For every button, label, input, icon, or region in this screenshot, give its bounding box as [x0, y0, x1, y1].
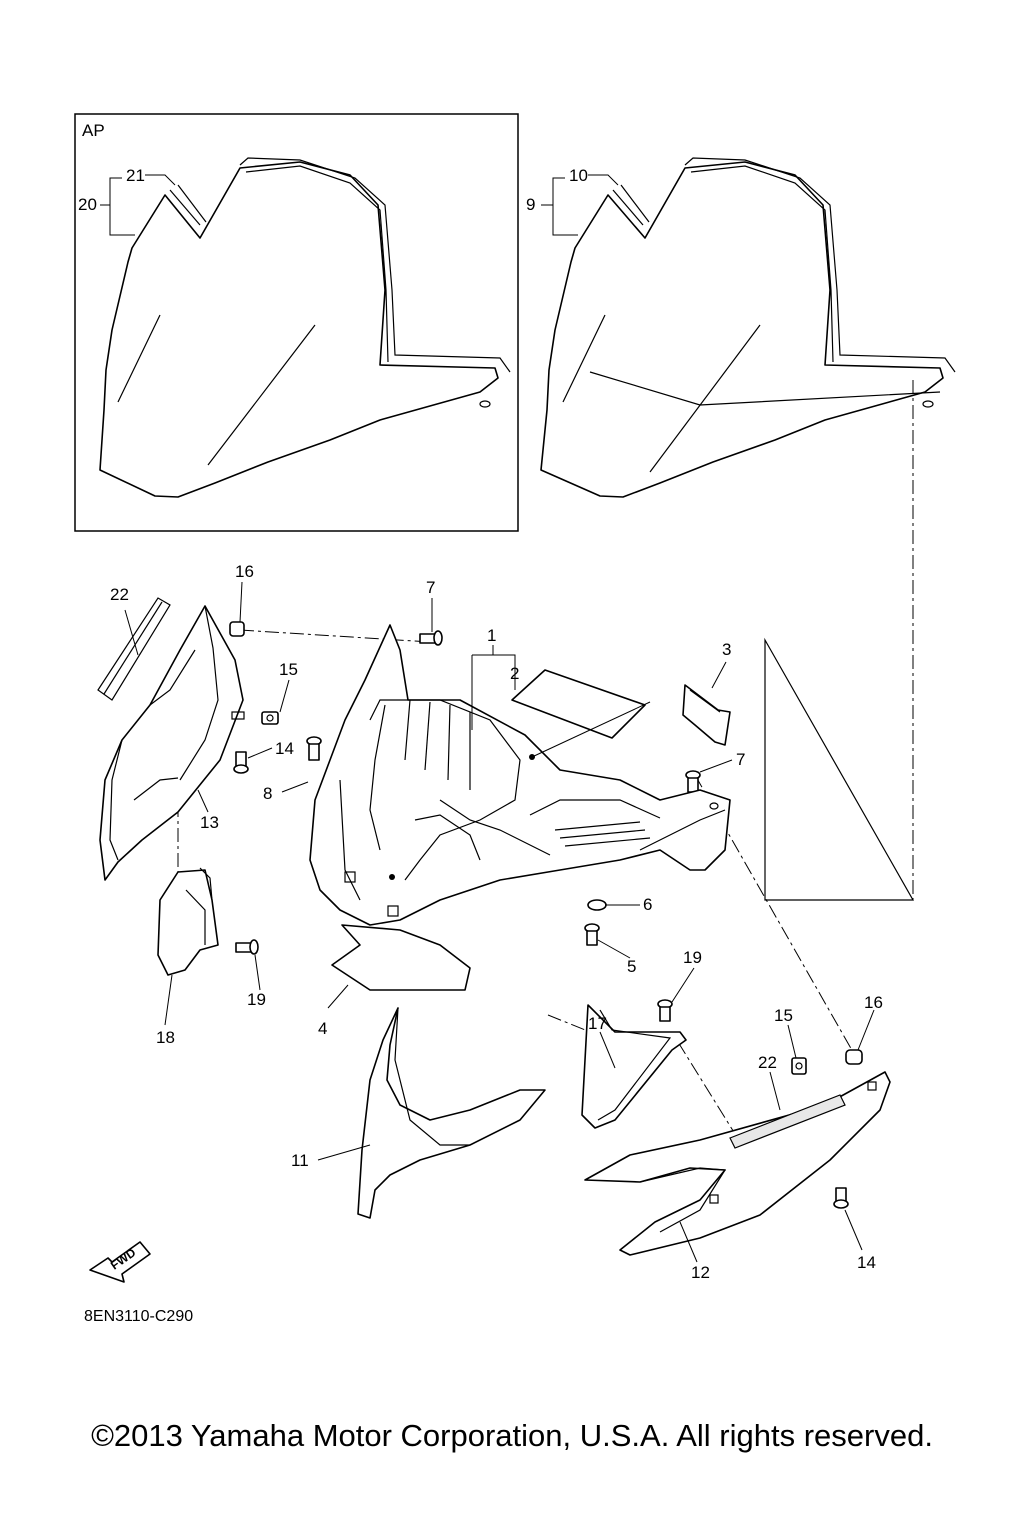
cover-3: [682, 684, 731, 746]
lower-plate-4: [331, 924, 471, 991]
ap-inset-frame: [74, 113, 519, 532]
copyright-notice: ©2013 Yamaha Motor Corporation, U.S.A. A…: [91, 1418, 933, 1453]
callout-21: 21: [126, 166, 145, 185]
grommet-16-top: [229, 621, 245, 637]
callout-13: 13: [200, 813, 219, 832]
decal-22-left: [97, 597, 171, 701]
callout-12: 12: [691, 1263, 710, 1282]
nut-15-right: [791, 1057, 807, 1075]
upper-cowling-1: [309, 624, 731, 926]
windscreen-standard: [540, 157, 956, 498]
callout-11: 11: [291, 1151, 309, 1170]
alignment-triangle: [764, 637, 915, 901]
callout-6: 6: [643, 895, 652, 914]
bolt-14-right: [833, 1187, 849, 1209]
callout-2: 2: [510, 664, 519, 683]
callout-19-left: 19: [247, 990, 266, 1009]
alignment-line-16: [239, 629, 431, 643]
washer-6: [587, 899, 607, 911]
callout-numbers: 21 20 10 9 1 2 3 22 16 7 15 14 7 8 13 6 …: [78, 166, 883, 1282]
callout-7-top: 7: [426, 578, 435, 597]
windscreen-ap: [99, 157, 511, 498]
inner-panel-11: [357, 1007, 546, 1219]
bolt-14-left: [233, 751, 249, 774]
callout-10: 10: [569, 166, 588, 185]
callout-7-right: 7: [736, 750, 745, 769]
inset-label-ap: AP: [82, 121, 105, 140]
callout-16-right: 16: [864, 993, 883, 1012]
callout-16-top: 16: [235, 562, 254, 581]
callout-18: 18: [156, 1028, 175, 1047]
leader-lines: [100, 174, 875, 1263]
callout-15-right: 15: [774, 1006, 793, 1025]
nut-15-left: [261, 711, 279, 725]
bolt-19-left: [235, 939, 259, 955]
callout-15-left: 15: [279, 660, 298, 679]
callout-8: 8: [263, 784, 272, 803]
callout-4: 4: [318, 1019, 327, 1038]
diagram-code: 8EN3110-C290: [84, 1308, 194, 1325]
fwd-arrow-icon: FWD: [89, 1241, 151, 1283]
callout-3: 3: [722, 640, 731, 659]
callout-22-right: 22: [758, 1053, 777, 1072]
screw-7-top: [419, 630, 443, 646]
alignment-line-17: [677, 1041, 741, 1143]
screw-7-right: [685, 770, 701, 793]
bolt-19-right: [657, 999, 673, 1022]
duct-17: [581, 1004, 687, 1129]
callout-19-right: 19: [683, 948, 702, 967]
callout-17: 17: [588, 1014, 607, 1033]
bolt-8: [306, 736, 322, 761]
callout-14-left: 14: [275, 739, 294, 758]
callout-5: 5: [627, 957, 636, 976]
side-panel-12: [584, 1071, 891, 1256]
callout-14-right: 14: [857, 1253, 876, 1272]
plate-2: [511, 669, 646, 739]
callout-9: 9: [526, 195, 535, 214]
air-duct-18: [157, 867, 219, 976]
callout-20: 20: [78, 195, 97, 214]
decal-22-right: [729, 1094, 846, 1149]
grommet-16-right: [845, 1049, 863, 1065]
callout-1: 1: [487, 626, 496, 645]
side-panel-13: [99, 605, 245, 881]
screw-5: [584, 923, 600, 946]
callout-22-left: 22: [110, 585, 129, 604]
